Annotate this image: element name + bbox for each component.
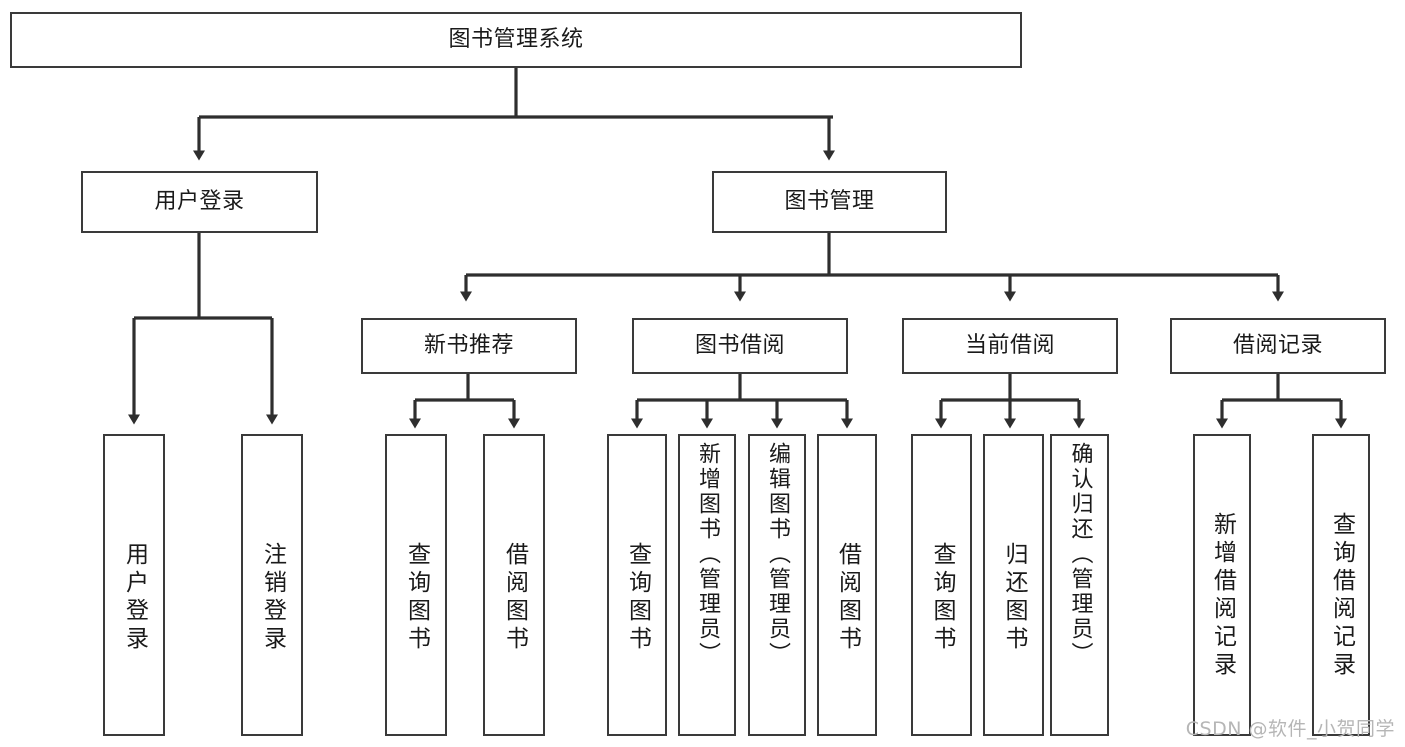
node-root[interactable]: 图书管理系统 — [10, 12, 1022, 68]
node-leaf-user-login-label: 用户登录 — [121, 542, 148, 654]
node-user-login[interactable]: 用户登录 — [81, 171, 318, 233]
node-leaf-borrow-book-1-label: 借阅图书 — [501, 542, 528, 654]
node-leaf-query-book-1[interactable]: 查询图书 — [385, 434, 447, 736]
node-leaf-return-book[interactable]: 归还图书 — [983, 434, 1044, 736]
node-book-borrow-label: 图书借阅 — [694, 333, 785, 359]
node-new-book-rec[interactable]: 新书推荐 — [361, 318, 577, 374]
node-leaf-logout-label: 注销登录 — [259, 542, 286, 654]
node-leaf-query-record[interactable]: 查询借阅记录 — [1312, 434, 1370, 736]
node-leaf-return-book-label: 归还图书 — [1001, 542, 1027, 654]
node-user-login-label: 用户登录 — [154, 189, 245, 215]
node-leaf-edit-book[interactable]: 编辑图书（管理员） — [748, 434, 806, 736]
node-leaf-query-book-2[interactable]: 查询图书 — [607, 434, 667, 736]
node-leaf-add-book[interactable]: 新增图书（管理员） — [678, 434, 736, 736]
node-leaf-confirm-return[interactable]: 确认归还（管理员） — [1050, 434, 1109, 736]
node-leaf-edit-book-label: 编辑图书（管理员） — [765, 442, 790, 667]
node-root-label: 图书管理系统 — [448, 27, 584, 53]
node-leaf-query-book-3-label: 查询图书 — [929, 542, 955, 654]
node-leaf-query-record-label: 查询借阅记录 — [1328, 512, 1355, 680]
watermark-text: CSDN @软件_小贺同学 — [1185, 718, 1395, 740]
node-leaf-query-book-3[interactable]: 查询图书 — [911, 434, 972, 736]
node-leaf-user-login[interactable]: 用户登录 — [103, 434, 165, 736]
node-current-borrow-label: 当前借阅 — [964, 333, 1055, 359]
node-borrow-record[interactable]: 借阅记录 — [1170, 318, 1386, 374]
node-current-borrow[interactable]: 当前借阅 — [902, 318, 1118, 374]
node-leaf-borrow-book-2[interactable]: 借阅图书 — [817, 434, 877, 736]
node-leaf-query-book-1-label: 查询图书 — [403, 542, 430, 654]
node-leaf-logout[interactable]: 注销登录 — [241, 434, 303, 736]
node-leaf-add-record[interactable]: 新增借阅记录 — [1193, 434, 1251, 736]
node-leaf-confirm-return-label: 确认归还（管理员） — [1067, 442, 1093, 667]
node-book-borrow[interactable]: 图书借阅 — [632, 318, 848, 374]
node-leaf-borrow-book-2-label: 借阅图书 — [834, 542, 861, 654]
node-new-book-rec-label: 新书推荐 — [423, 333, 514, 359]
node-leaf-query-book-2-label: 查询图书 — [624, 542, 651, 654]
node-borrow-record-label: 借阅记录 — [1232, 333, 1323, 359]
node-leaf-add-record-label: 新增借阅记录 — [1209, 512, 1236, 680]
node-book-manage-label: 图书管理 — [784, 189, 875, 215]
node-book-manage[interactable]: 图书管理 — [712, 171, 947, 233]
node-leaf-borrow-book-1[interactable]: 借阅图书 — [483, 434, 545, 736]
node-leaf-add-book-label: 新增图书（管理员） — [695, 442, 720, 667]
